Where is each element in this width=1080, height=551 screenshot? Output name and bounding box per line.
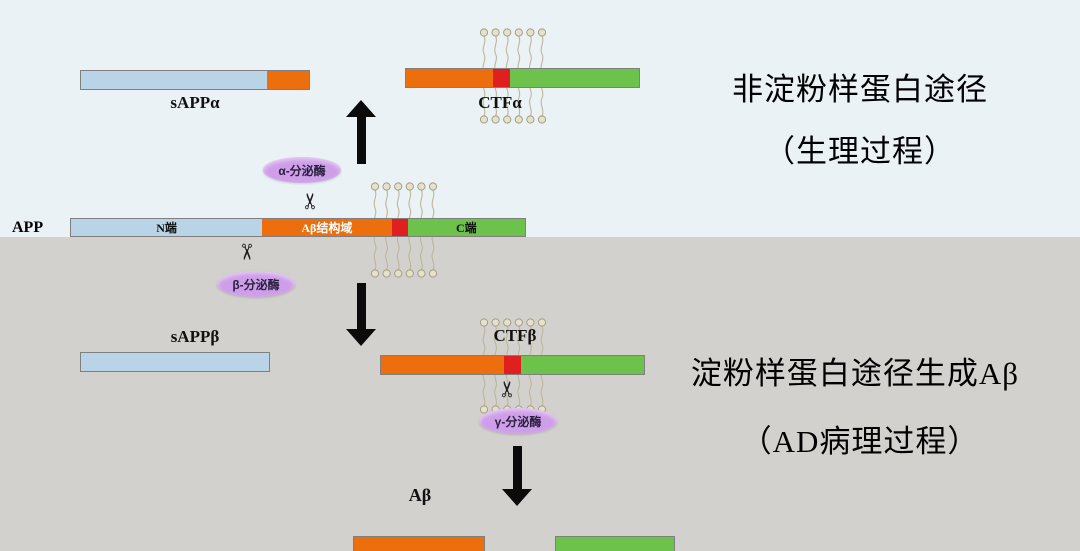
arrow-shaft [356, 283, 366, 330]
app-red-segment [391, 219, 408, 236]
ctf-alpha-label: CTFα [478, 93, 522, 112]
pathological-background [0, 237, 1080, 551]
ctf-beta-bar [380, 355, 645, 375]
arrow-shaft [356, 116, 366, 164]
arrow-up-icon [346, 100, 376, 164]
ad-pathological-subtitle: （AD病理过程） [740, 424, 980, 459]
sapp-beta-blue-segment [81, 353, 269, 371]
nonamyloid-pathway-title: 非淀粉样蛋白途径 [732, 72, 988, 107]
a-beta-label: Aβ [408, 485, 432, 505]
sapp-beta-bar [80, 352, 270, 372]
ctf-beta-orange-segment [381, 356, 504, 374]
sapp-alpha-label: sAPPα [170, 93, 220, 112]
ctf-alpha-green-segment [510, 69, 639, 87]
beta-secretase-badge: β-分泌酶 [217, 271, 295, 297]
a-beta-orange-segment [354, 537, 484, 551]
ctf-beta-green-segment [521, 356, 644, 374]
gamma-secretase-badge: γ-分泌酶 [479, 408, 557, 434]
c-terminal-fragment-bar [555, 536, 675, 551]
arrow-down-icon [346, 283, 376, 346]
app-n-terminal-segment: N端 [71, 219, 263, 236]
sapp-alpha-orange-segment [267, 71, 309, 89]
arrow-head [346, 329, 376, 346]
ctf-beta-label: CTFβ [493, 326, 537, 345]
sapp-alpha-bar [80, 70, 310, 90]
fragment-green-segment [556, 537, 674, 551]
arrow-shaft [512, 446, 522, 490]
physiological-process-subtitle: （生理过程） [764, 134, 956, 169]
scissors-icon: ✂ [233, 242, 259, 262]
scissors-icon: ✂ [299, 191, 325, 211]
app-bar: N端 Aβ结构域 C端 [70, 218, 526, 237]
arrow-down-icon [502, 446, 532, 506]
app-abeta-domain-segment: Aβ结构域 [262, 219, 392, 236]
scissors-icon: ✂ [496, 379, 522, 399]
app-label: APP [12, 219, 44, 236]
sapp-alpha-blue-segment [81, 71, 268, 89]
app-c-terminal-segment: C端 [407, 219, 526, 236]
ctf-alpha-orange-segment [406, 69, 494, 87]
ctf-alpha-red-segment [493, 69, 511, 87]
sapp-beta-label: sAPPβ [170, 327, 220, 346]
arrow-head [346, 100, 376, 117]
arrow-head [502, 489, 532, 506]
a-beta-bar [353, 536, 485, 551]
ctf-alpha-bar [405, 68, 640, 88]
alpha-secretase-badge: α-分泌酶 [263, 157, 341, 183]
amyloid-pathway-title: 淀粉样蛋白途径生成Aβ [690, 356, 1020, 391]
ctf-beta-red-segment [504, 356, 521, 374]
